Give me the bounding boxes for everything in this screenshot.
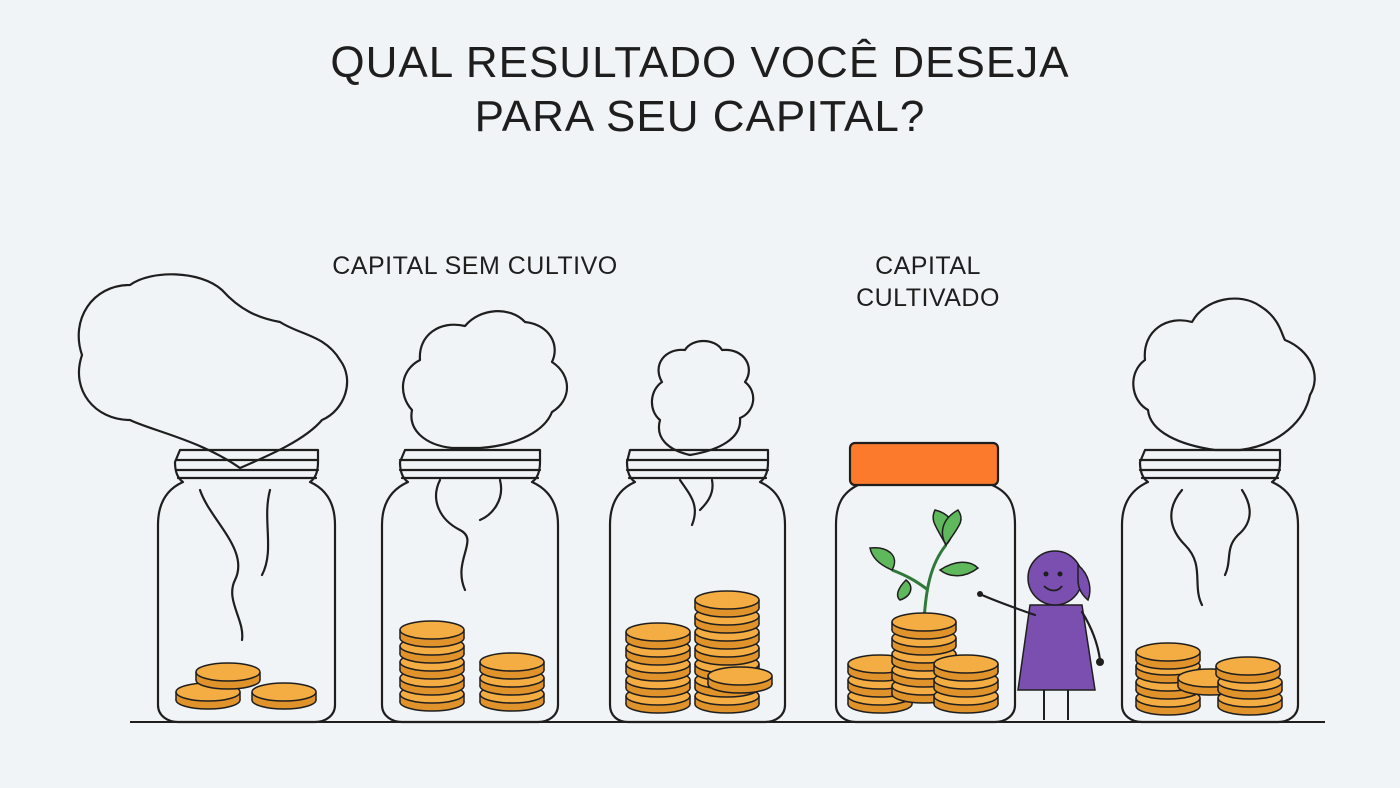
smoke-cloud-icon: [401, 310, 568, 450]
coin-stack-icon: [1135, 642, 1283, 716]
coin-stack-icon: [175, 662, 317, 710]
jar-lid: [848, 441, 1000, 487]
jar-1: [77, 273, 349, 724]
jar-icon: [380, 448, 560, 724]
jar-icon: [1120, 448, 1300, 724]
smoke-wisp: [1170, 488, 1251, 607]
sprout-icon: [869, 509, 980, 621]
title-line-1: QUAL RESULTADO VOCÊ DESEJA: [330, 38, 1070, 87]
smoke-wisp: [435, 478, 503, 592]
coin-stack-icon: [399, 620, 545, 712]
jar-2: [380, 310, 568, 724]
smoke-wisp: [198, 488, 272, 642]
smoke-cloud-icon: [1132, 297, 1316, 452]
label-cultivated-line-2: CULTIVADO: [856, 284, 1000, 312]
jar-5: [1120, 297, 1316, 724]
jar-icon: [608, 448, 787, 724]
label-cultivated-line-1: CAPITAL: [875, 252, 981, 280]
coin-stack-icon: [847, 612, 999, 714]
jar-4-cultivated: [834, 441, 1017, 724]
person-icon: [977, 550, 1104, 720]
coin-stack-icon: [625, 590, 773, 714]
title-line-2: PARA SEU CAPITAL?: [474, 92, 926, 141]
smoke-cloud-icon: [650, 339, 755, 457]
smoke-cloud-icon: [77, 273, 349, 470]
smoke-wisp: [678, 478, 714, 527]
page-title: QUAL RESULTADO VOCÊ DESEJA PARA SEU CAPI…: [0, 36, 1400, 144]
jar-icon: [156, 448, 337, 724]
jar-icon: [834, 483, 1017, 724]
label-cultivated-capital: CAPITAL CULTIVADO: [808, 250, 1048, 314]
jar-3: [608, 339, 787, 724]
label-uncultivated-capital: CAPITAL SEM CULTIVO: [332, 252, 618, 280]
